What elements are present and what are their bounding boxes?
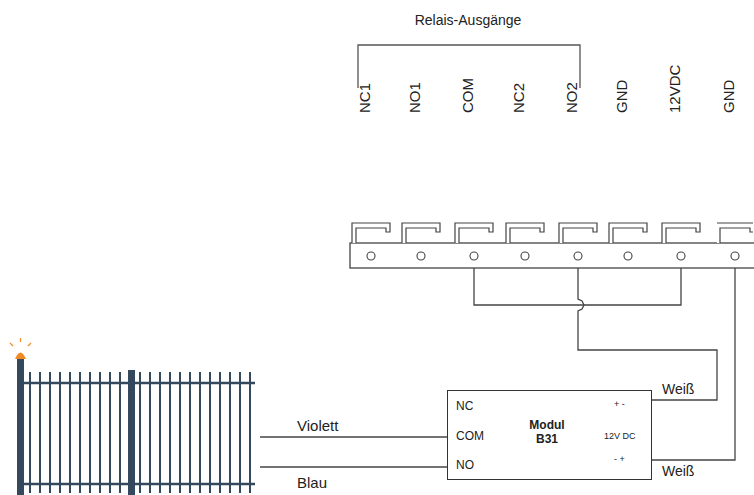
pin-name: + - [614,399,625,409]
warning-lamp [15,353,26,360]
terminal-clamp [347,40,395,268]
pin-name: NC1 [357,83,373,113]
pin-name: - + [614,454,625,464]
terminal: GND [604,40,652,268]
pin-name: GND [721,80,737,113]
gate-bar [69,372,71,493]
gate-bar [99,372,101,493]
lamp-rays [10,338,31,346]
terminal-clamp [450,40,498,268]
gate-bar [199,372,201,493]
gate-bar [149,372,151,493]
wire-color: Violett [297,417,338,434]
gate-bar [209,372,211,493]
wire [652,268,735,460]
pin-name: NO1 [407,82,423,113]
pin-name: 12VDC [667,65,683,113]
module-box: NC COM NO Modul B31 + - 12V DC - + [447,390,652,480]
pin-name: NC [456,400,473,414]
gate-bar [219,372,221,493]
terminal: 12VDC [657,40,705,268]
terminal: NO1 [397,40,445,268]
pin-name: NO2 [564,82,580,113]
terminal-clamp [604,40,652,268]
gate-post [128,370,135,495]
terminal: NC2 [501,40,549,268]
terminal-clamp [554,40,602,268]
pin-name: 12V DC [604,431,636,441]
gate-bar [109,372,111,493]
gate-post [17,358,24,495]
wire-color: Weiß [662,381,694,397]
group-label: Relais-Ausgänge [415,12,522,28]
wire-color: Blau [297,474,327,491]
gate-bar [89,372,91,493]
terminal-clamp [717,40,753,268]
gate-bar [229,372,231,493]
gate-bar [169,372,171,493]
terminal-clamp [501,40,549,268]
terminal-clamp [397,40,445,268]
module-name: Modul B31 [524,419,570,447]
gate-bar [29,372,31,493]
wire-color: Weiß [662,463,694,479]
terminal-block [350,243,754,268]
terminal: GND [717,40,753,268]
pin-name: COM [460,78,476,113]
pin-name: COM [456,430,484,444]
gate-bar [39,372,41,493]
gate-bar [189,372,191,493]
wire [578,268,717,400]
wire [260,436,447,437]
wire [260,466,447,467]
gate-bar [249,372,251,493]
terminal: COM [450,40,498,268]
gate-bar [79,372,81,493]
pin-name: GND [614,80,630,113]
pin-name: NO [456,459,474,473]
gate-illustration [10,338,255,495]
pin-name: NC2 [511,83,527,113]
gate-bar [159,372,161,493]
terminal: NC1 [347,40,395,268]
gate-bar [59,372,61,493]
gate-bar [119,372,121,493]
gate-bar [139,372,141,493]
gate-bar [179,372,181,493]
gate-bar [239,372,241,493]
gate-bar [49,372,51,493]
terminal: NO2 [554,40,602,268]
